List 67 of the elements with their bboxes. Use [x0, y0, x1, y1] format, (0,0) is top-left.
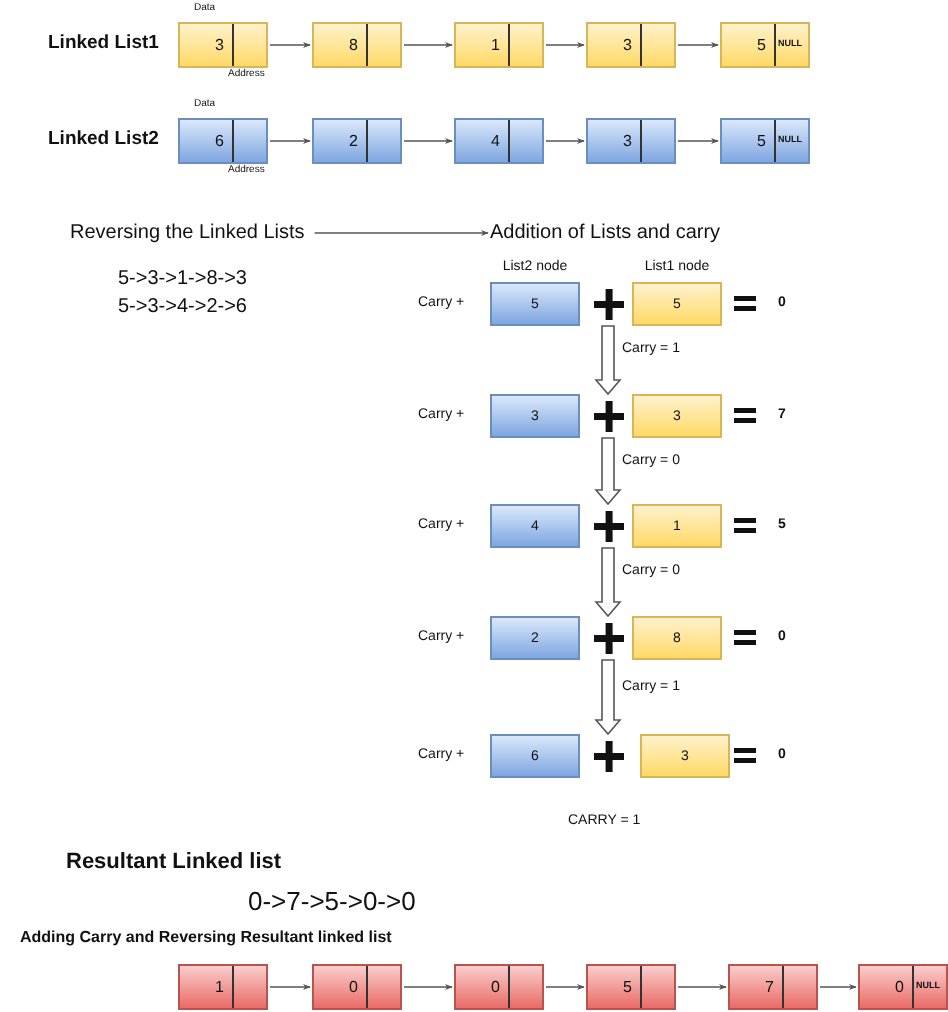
arrow — [403, 41, 453, 49]
arrow — [819, 983, 857, 991]
node-value: 0 — [895, 980, 904, 996]
list-node-box — [720, 22, 810, 68]
node-value: 3 — [623, 38, 632, 54]
section-heading: Resultant Linked list — [66, 850, 282, 875]
node-value: 8 — [349, 38, 358, 54]
list-node-box — [454, 22, 544, 68]
list-node-box — [454, 964, 544, 1010]
arrow — [677, 137, 719, 145]
node-value: 2 — [349, 134, 358, 150]
node-value: 5 — [623, 980, 632, 996]
list-node-box — [720, 118, 810, 164]
node-value: 1 — [215, 980, 224, 996]
number-box — [490, 394, 580, 438]
section-heading: Adding Carry and Reversing Resultant linked list — [20, 930, 392, 948]
arrow — [677, 41, 719, 49]
node-value: 0 — [491, 980, 500, 996]
list-node-box — [586, 22, 676, 68]
list-node-box — [178, 118, 268, 164]
node-value: 3 — [623, 134, 632, 150]
list-node-box — [178, 22, 268, 68]
list-title: Linked List1 — [48, 34, 159, 55]
number-box — [640, 734, 730, 778]
sequence-text: 0->7->5->0->0 — [248, 888, 416, 917]
list-node-box — [454, 118, 544, 164]
block-arrow — [594, 547, 622, 618]
arrow — [403, 137, 453, 145]
block-arrow — [594, 659, 622, 736]
arrow — [269, 41, 311, 49]
node-value: 5 — [757, 38, 766, 54]
list-node-box — [858, 964, 948, 1010]
number-box — [632, 616, 722, 660]
node-value: 0 — [349, 980, 358, 996]
list-title: Linked List2 — [48, 130, 159, 151]
number-box — [632, 394, 722, 438]
node-value: 5 — [757, 134, 766, 150]
list-node-box — [312, 22, 402, 68]
arrow — [545, 983, 585, 991]
node-value: 4 — [491, 134, 500, 150]
block-arrow — [594, 325, 622, 396]
node-value: 1 — [491, 38, 500, 54]
section-title: Reversing the Linked Lists — [70, 222, 305, 244]
node-value: 7 — [765, 980, 774, 996]
arrow — [313, 229, 489, 237]
arrow — [269, 137, 311, 145]
list-node-box — [312, 118, 402, 164]
sequence-text: 5->3->4->2->6 — [118, 296, 247, 318]
list-node-box — [586, 118, 676, 164]
list-node-box — [178, 964, 268, 1010]
arrow — [545, 41, 585, 49]
number-box — [490, 734, 580, 778]
list-node-box — [728, 964, 818, 1010]
arrow — [269, 983, 311, 991]
arrow — [403, 983, 453, 991]
list-node-box — [312, 964, 402, 1010]
arrow — [545, 137, 585, 145]
block-arrow — [594, 437, 622, 506]
number-box — [490, 504, 580, 548]
section-title: Addition of Lists and carry — [490, 222, 721, 244]
number-box — [490, 616, 580, 660]
sequence-text: 5->3->1->8->3 — [118, 268, 247, 290]
arrow — [677, 983, 727, 991]
node-value: 3 — [215, 38, 224, 54]
list-node-box — [586, 964, 676, 1010]
node-value: 6 — [215, 134, 224, 150]
number-box — [632, 504, 722, 548]
